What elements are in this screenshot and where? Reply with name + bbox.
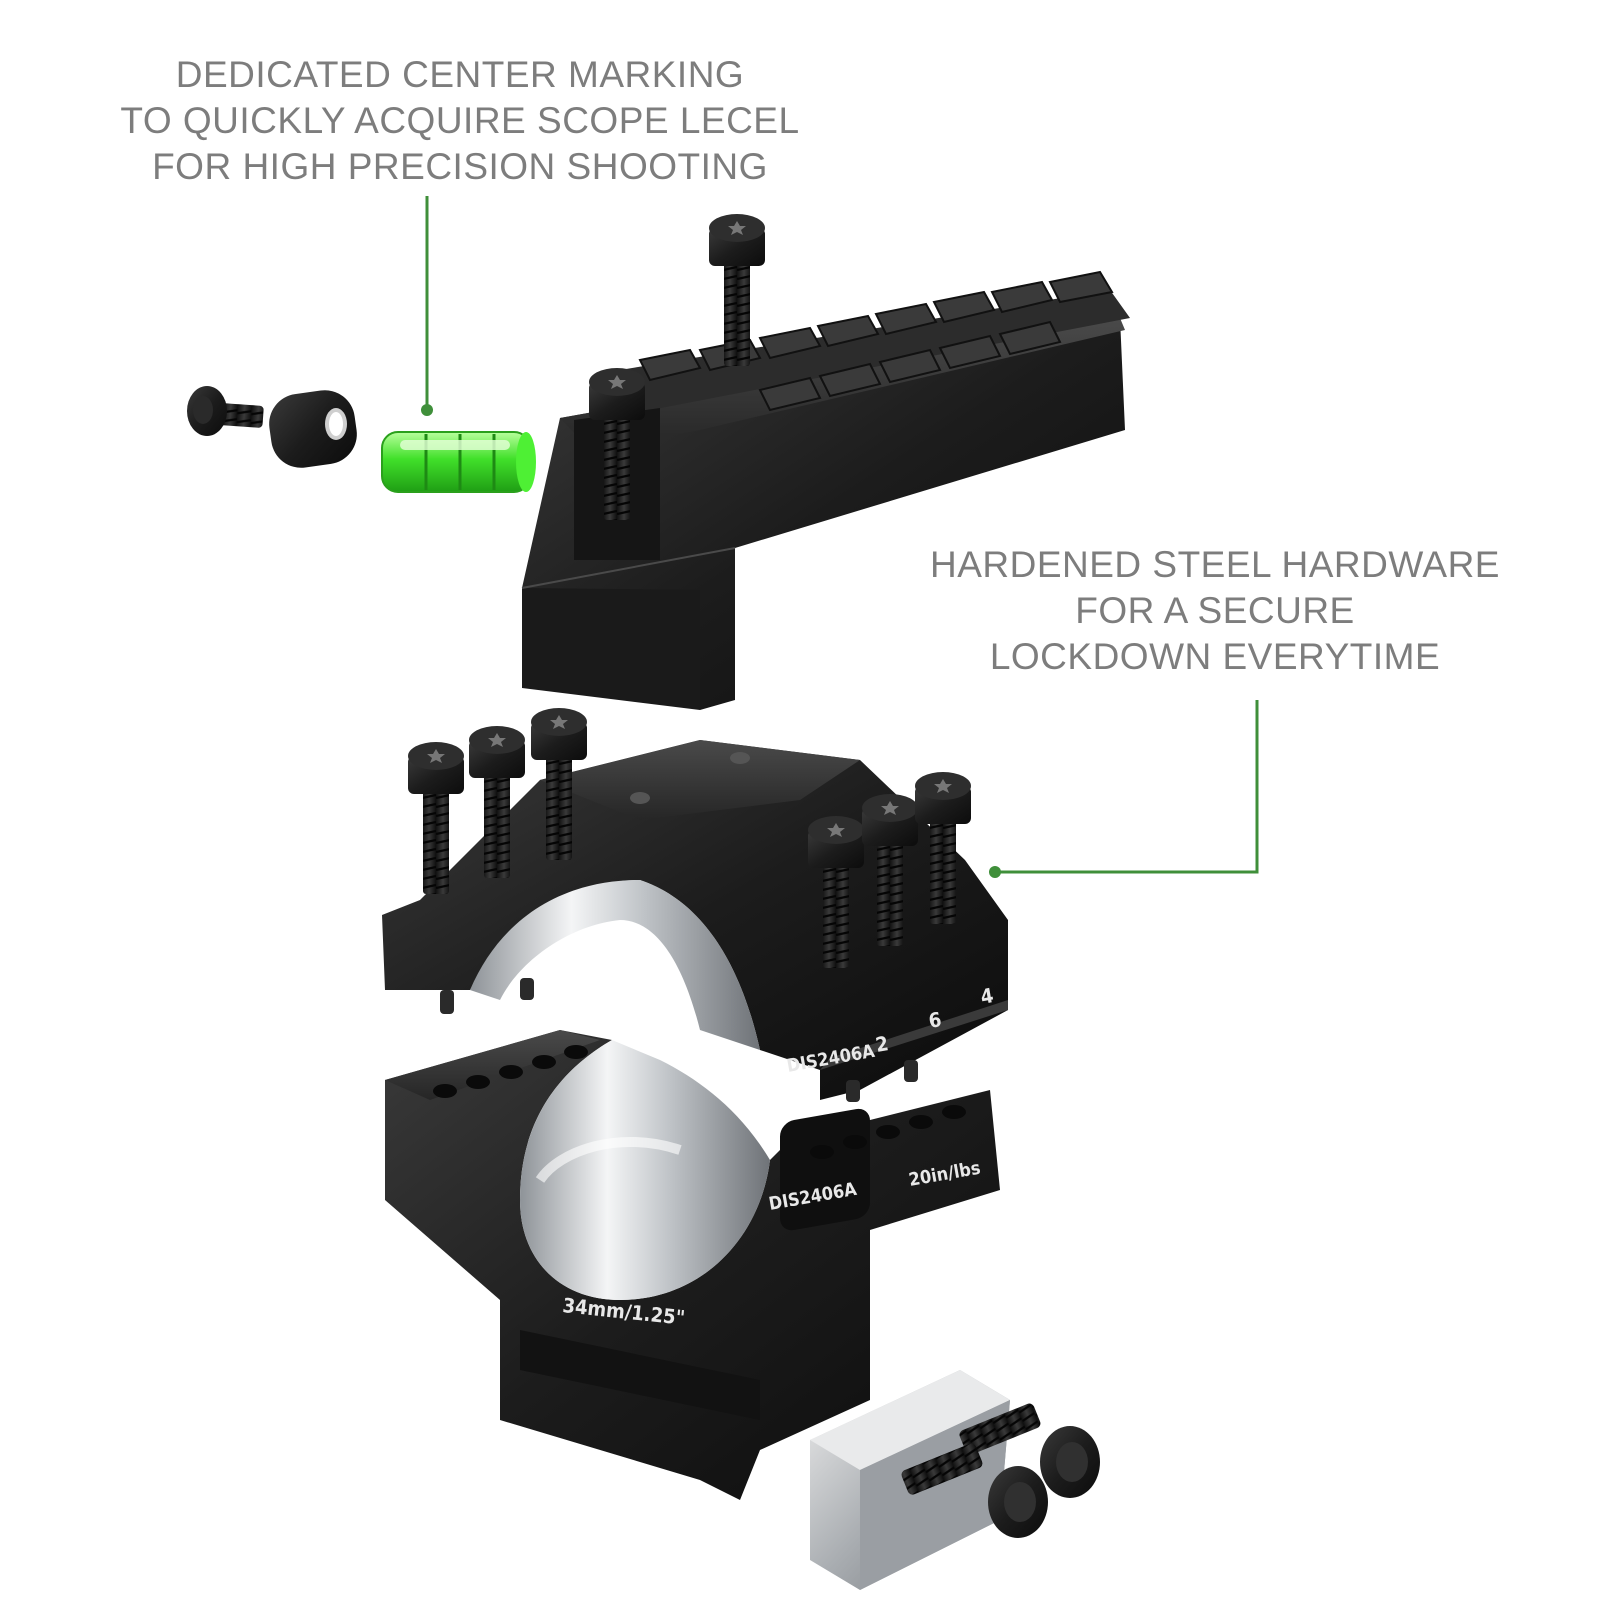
torx-screw-icon (959, 1403, 1100, 1498)
torx-screw-icon (901, 1443, 1048, 1538)
callout-line: FOR HIGH PRECISION SHOOTING (152, 146, 768, 187)
washer-icon (269, 390, 357, 468)
callout-line: FOR A SECURE (1075, 590, 1355, 631)
engraving-order: 6 (927, 1007, 944, 1033)
ring-cap-icon (382, 740, 1008, 1102)
engraving-order: 2 (874, 1031, 891, 1057)
callout-line: TO QUICKLY ACQUIRE SCOPE LECEL (120, 100, 800, 141)
leader-line-right (989, 700, 1259, 878)
bubble-level-icon (381, 431, 536, 493)
small-screw-icon (187, 386, 264, 436)
callout-center-marking: DEDICATED CENTER MARKING TO QUICKLY ACQU… (40, 52, 880, 190)
callout-line: HARDENED STEEL HARDWARE (929, 544, 1500, 585)
engraving-order: 4 (979, 983, 996, 1009)
torx-screw-icon (709, 214, 765, 366)
leader-line-top (421, 196, 433, 416)
callout-hardware: HARDENED STEEL HARDWARE FOR A SECURE LOC… (870, 542, 1560, 680)
callout-line: LOCKDOWN EVERYTIME (989, 636, 1441, 677)
ring-base-icon (385, 1030, 1000, 1500)
callout-line: DEDICATED CENTER MARKING (175, 54, 745, 95)
